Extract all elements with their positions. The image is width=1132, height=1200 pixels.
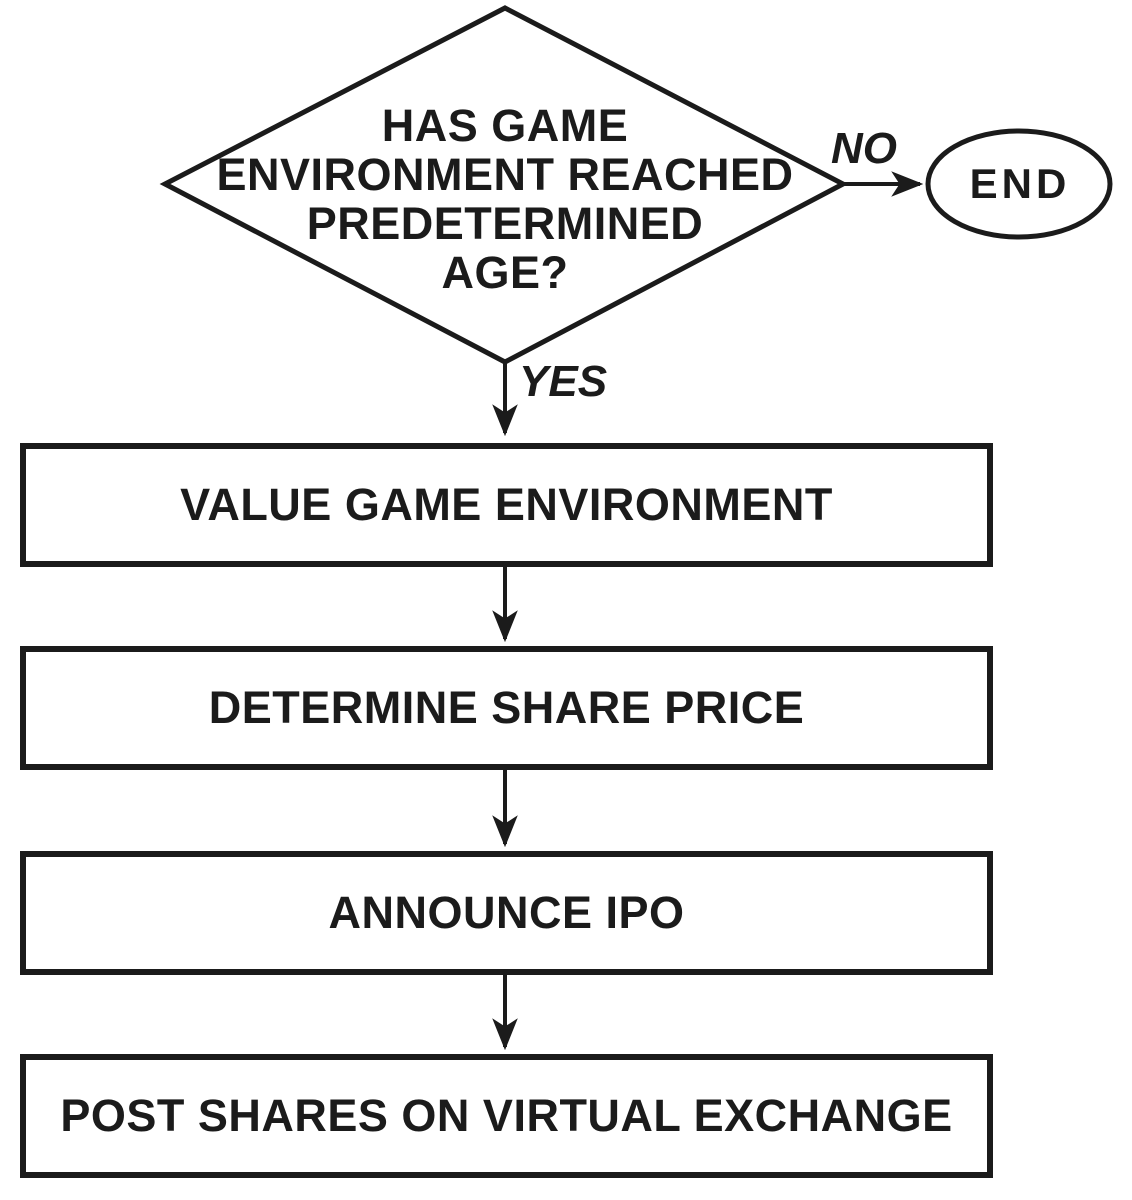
process-box-label: ANNOUNCE IPO [328,887,685,938]
terminal-end-label: END [969,160,1071,207]
process-box-label: DETERMINE SHARE PRICE [208,682,805,733]
process-box-label: VALUE GAME ENVIRONMENT [180,479,833,530]
process-box-value-game-environment: VALUE GAME ENVIRONMENT [20,443,993,567]
decision-label: HAS GAME ENVIRONMENT REACHED PREDETERMIN… [216,100,794,298]
process-box-announce-ipo: ANNOUNCE IPO [20,851,993,975]
process-box-post-shares-on-virtual-exchange: POST SHARES ON VIRTUAL EXCHANGE [20,1054,993,1178]
process-box-determine-share-price: DETERMINE SHARE PRICE [20,646,993,770]
edge-label-yes: YES [519,357,608,406]
terminal-end-ellipse [925,128,1113,240]
edge-label-no: NO [831,124,897,173]
decision-diamond [159,5,849,365]
process-box-label: POST SHARES ON VIRTUAL EXCHANGE [60,1090,953,1141]
